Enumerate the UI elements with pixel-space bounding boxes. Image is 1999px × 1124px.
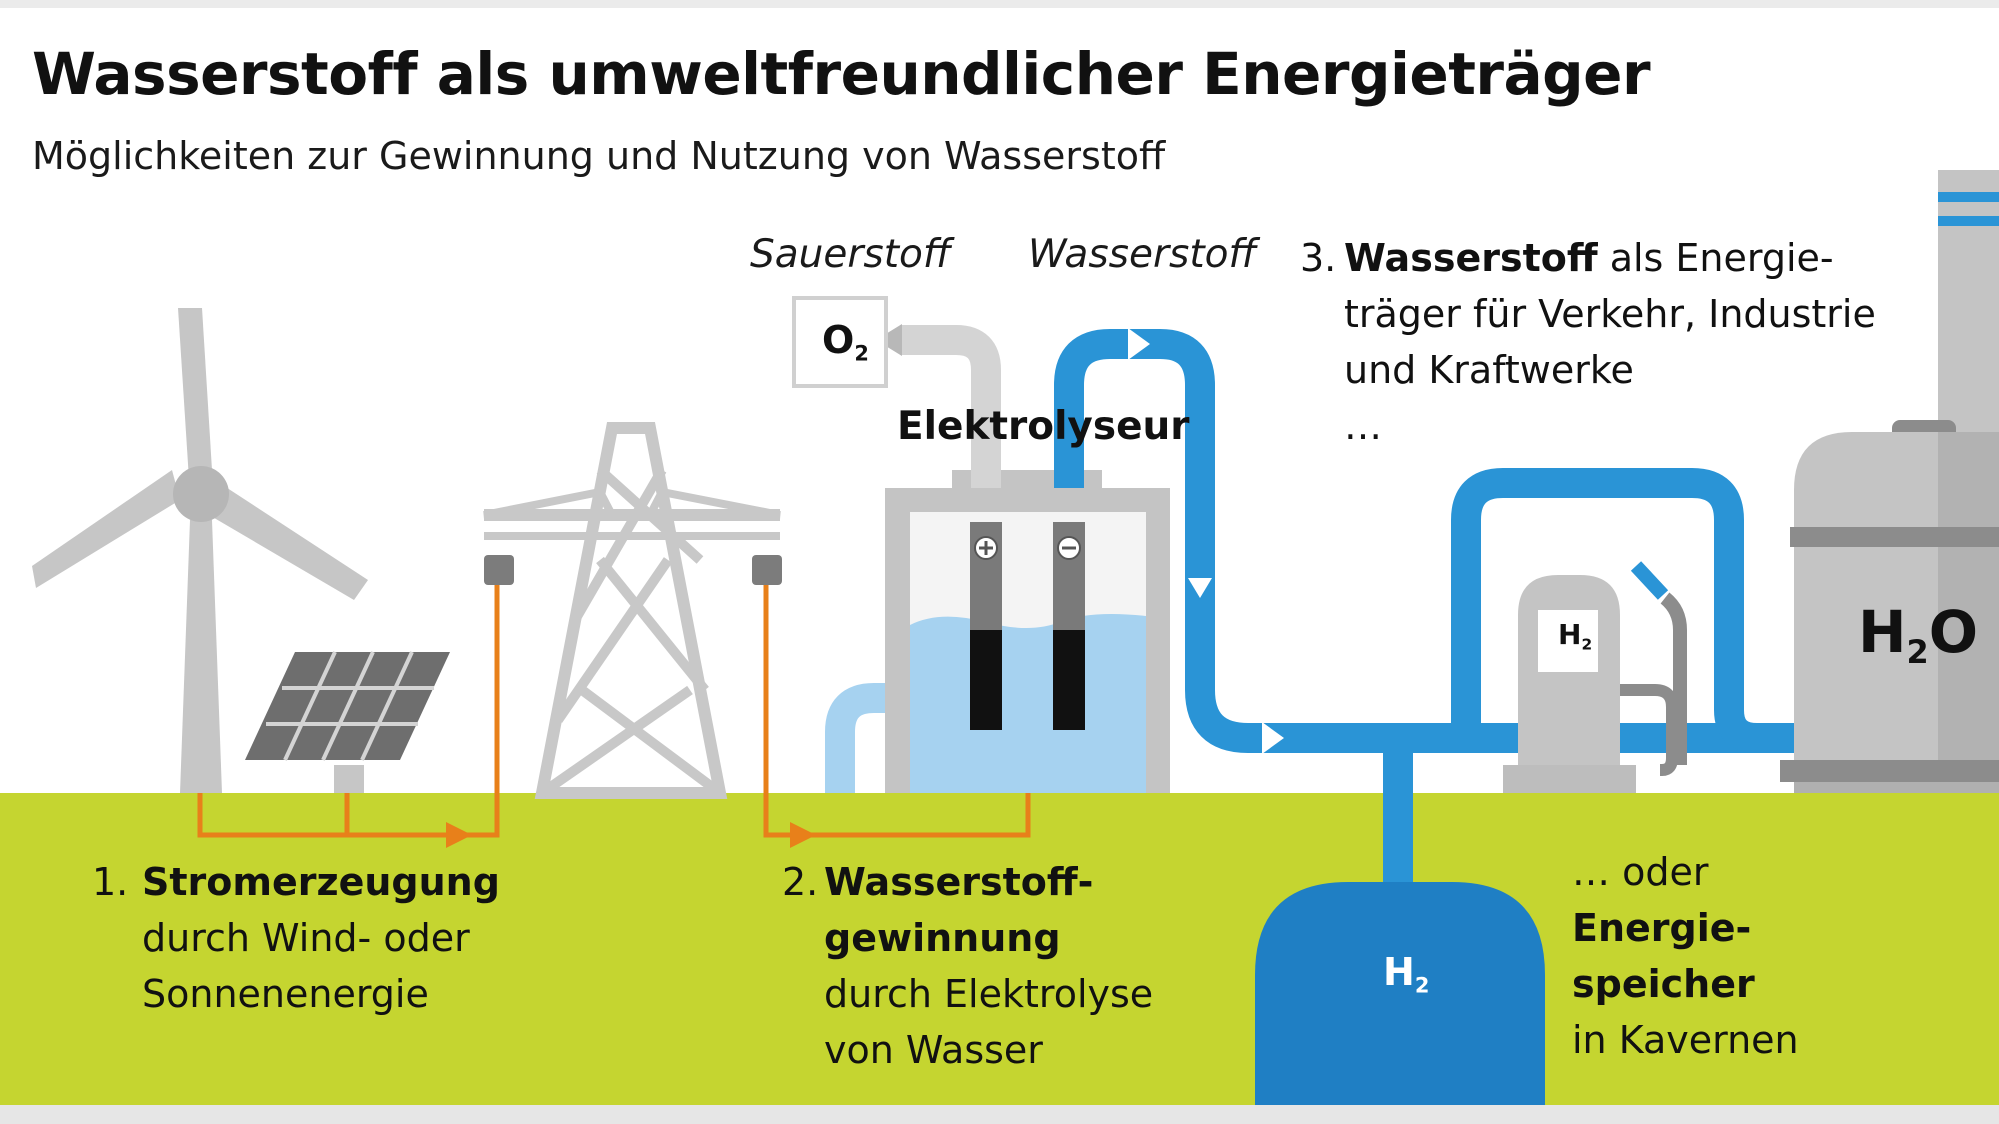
insulator-right [752,555,782,585]
minus-icon [1057,536,1081,560]
oxygen-label: Sauerstoff [750,232,952,277]
top-border [0,0,1999,8]
fuel-pump-icon [1503,561,1687,793]
flow-arrow-2 [1188,578,1212,598]
h2-pump-symbol: H2 [1558,618,1593,654]
o2-symbol: O2 [822,318,869,366]
oxygen-arrow [876,324,902,356]
water [910,614,1146,793]
step-1: 1.Stromerzeugung durch Wind- oder Sonnen… [92,860,500,1016]
flow-arrow-1 [1128,328,1150,360]
wind-turbine-icon [32,308,368,793]
oxygen-pipe [900,325,1001,488]
water-inlet-pipe [825,683,925,793]
power-plant-icon [1780,170,1999,793]
h2o-symbol: H2O [1858,598,1979,672]
ground [0,793,1999,1105]
electrolyser-vessel [885,470,1170,793]
hydrogen-pipes [1054,329,1800,895]
step-3: 3.Wasserstoff als Energie- träger für Ve… [1300,236,1876,448]
h2-tank-symbol: H2 [1383,950,1430,998]
flow-arrow-3 [1262,722,1284,754]
plus-icon [974,536,998,560]
page-subtitle: Möglichkeiten zur Gewinnung und Nutzung … [32,134,1166,178]
oxygen-box [792,296,888,388]
page-title: Wasserstoff als umweltfreundlicher Energ… [32,40,1651,108]
electrolyser-label: Elektrolyseur [897,404,1190,449]
solar-panel-icon [245,651,450,793]
bottom-strip [0,1105,1999,1124]
insulator-left [484,555,514,585]
power-pylon-icon [483,422,781,799]
hydrogen-flow-label: Wasserstoff [1028,232,1257,277]
wire-arrow-2 [790,822,816,848]
wire-arrow-1 [446,822,472,848]
step-2: 2.Wasserstoff- gewinnung durch Elektroly… [782,860,1154,1072]
cavern-storage-tank [1255,882,1545,1105]
step-4: … oder Energie- speicher in Kavernen [1572,850,1799,1062]
